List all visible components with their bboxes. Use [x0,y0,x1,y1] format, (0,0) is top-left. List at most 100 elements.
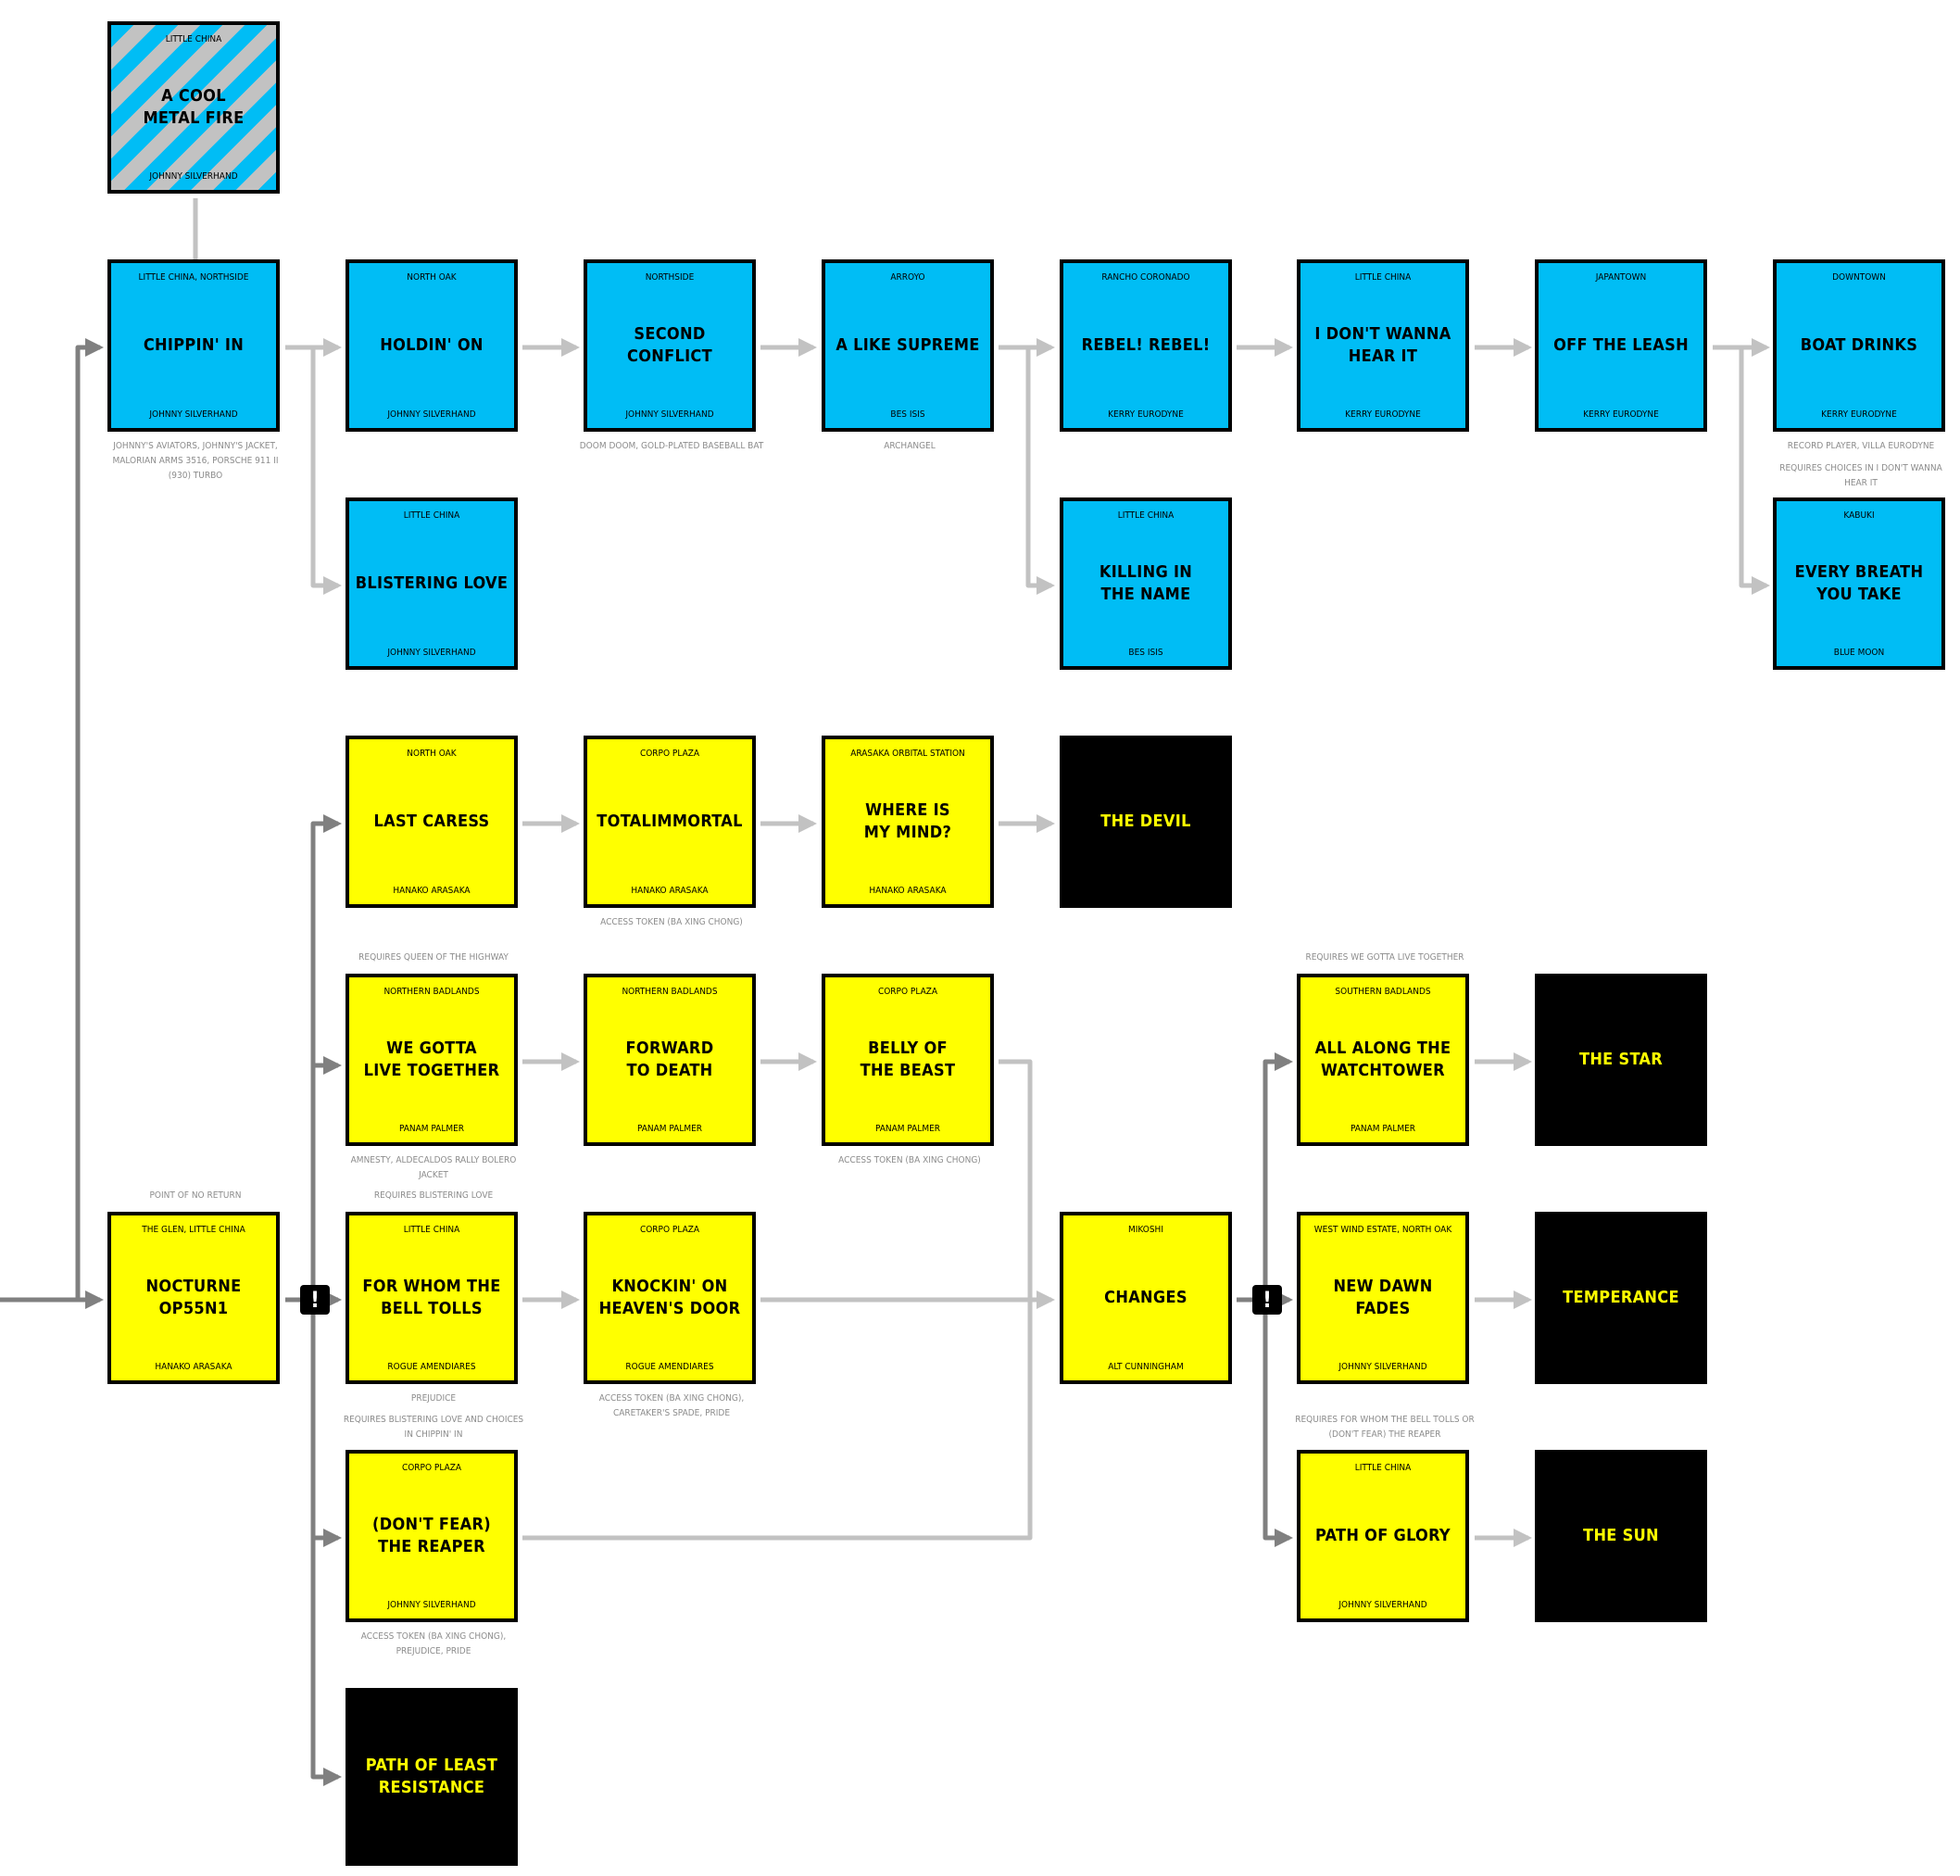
quest-location: LITTLE CHINA, NORTHSIDE [138,272,249,283]
quest-title: HOLDIN' ON [380,335,484,355]
reward-note: DOOM DOOM, GOLD-PLATED BASEBALL BAT [579,441,764,451]
quest-giver: JOHNNY SILVERHAND [625,409,714,420]
quest-node-chippin-in[interactable]: LITTLE CHINA, NORTHSIDE CHIPPIN' IN JOHN… [107,259,280,432]
quest-location: ARASAKA ORBITAL STATION [850,749,965,759]
quest-node-all-along-the-watchtower[interactable]: SOUTHERN BADLANDS ALL ALONG THE WATCHTOW… [1297,974,1469,1146]
quest-title: NOCTURNE OP55N1 [145,1277,242,1318]
quest-title: KNOCKIN' ON HEAVEN'S DOOR [598,1277,741,1318]
quest-location: WEST WIND ESTATE, NORTH OAK [1313,1225,1452,1235]
quest-node-off-the-leash[interactable]: JAPANTOWN OFF THE LEASH KERRY EURODYNE [1535,259,1707,432]
quest-location: NORTHERN BADLANDS [383,987,480,997]
quest-title: PATH OF GLORY [1315,1526,1451,1545]
exclamation-icon: ! [1252,1285,1282,1315]
quest-title: FOR WHOM THE BELL TOLLS [362,1277,501,1318]
quest-giver: KERRY EURODYNE [1583,409,1659,420]
quest-location: LITTLE CHINA [1354,272,1412,283]
quest-location: KABUKI [1843,510,1875,521]
quest-location: CORPO PLAZA [639,1225,700,1235]
quest-giver: BES ISIS [890,409,925,420]
quest-node-nocturne-op55n1[interactable]: THE GLEN, LITTLE CHINA NOCTURNE OP55N1 H… [107,1212,280,1384]
quest-location: NORTH OAK [407,272,457,283]
quest-giver: JOHNNY SILVERHAND [149,171,238,182]
reward-note: ACCESS TOKEN (BA XING CHONG), CARETAKER'… [598,1393,745,1418]
ending-title: PATH OF LEAST RESISTANCE [365,1756,498,1797]
quest-node-for-whom-the-bell-tolls[interactable]: LITTLE CHINA FOR WHOM THE BELL TOLLS ROG… [346,1212,518,1384]
requirement-note: REQUIRES BLISTERING LOVE AND CHOICES IN … [343,1415,524,1440]
requirement-note: POINT OF NO RETURN [149,1190,242,1201]
quest-title: A COOL METAL FIRE [143,86,245,128]
reward-note: AMNESTY, ALDECALDOS RALLY BOLERO JACKET [350,1155,517,1180]
reward-note: ARCHANGEL [884,441,936,451]
quest-giver: KERRY EURODYNE [1108,409,1184,420]
quest-location: CORPO PLAZA [401,1463,462,1473]
quest-node-path-of-glory[interactable]: LITTLE CHINA PATH OF GLORY JOHNNY SILVER… [1297,1450,1469,1622]
quest-location: LITTLE CHINA [1354,1463,1412,1473]
quest-node-every-breath-you-take[interactable]: KABUKI EVERY BREATH YOU TAKE BLUE MOON [1773,497,1945,670]
quest-node-where-is-my-mind[interactable]: ARASAKA ORBITAL STATION WHERE IS MY MIND… [822,736,994,908]
quest-giver: ROGUE AMENDIARES [625,1362,714,1372]
ending-node-the-sun[interactable]: THE SUN [1535,1450,1707,1622]
quest-location: THE GLEN, LITTLE CHINA [142,1225,245,1235]
quest-node-new-dawn-fades[interactable]: WEST WIND ESTATE, NORTH OAK NEW DAWN FAD… [1297,1212,1469,1384]
quest-location: NORTHERN BADLANDS [622,987,718,997]
quest-node-forward-to-death[interactable]: NORTHERN BADLANDS FORWARD TO DEATH PANAM… [584,974,756,1146]
quest-giver: HANAKO ARASAKA [155,1362,232,1372]
quest-node-a-cool-metal-fire[interactable]: LITTLE CHINA A COOL METAL FIRE JOHNNY SI… [107,21,280,194]
quest-title: CHANGES [1104,1288,1187,1307]
quest-location: CORPO PLAZA [877,987,938,997]
quest-node-rebel-rebel[interactable]: RANCHO CORONADO REBEL! REBEL! KERRY EURO… [1060,259,1232,432]
ending-node-the-devil[interactable]: THE DEVIL [1060,736,1232,908]
reward-note: RECORD PLAYER, VILLA EURODYNE [1787,441,1935,451]
requirement-note: REQUIRES QUEEN OF THE HIGHWAY [358,952,509,963]
quest-node-second-conflict[interactable]: NORTHSIDE SECOND CONFLICT JOHNNY SILVERH… [584,259,756,432]
quest-node-boat-drinks[interactable]: DOWNTOWN BOAT DRINKS KERRY EURODYNE [1773,259,1945,432]
quest-giver: JOHNNY SILVERHAND [1338,1362,1427,1372]
quest-node-a-like-supreme[interactable]: ARROYO A LIKE SUPREME BES ISIS [822,259,994,432]
requirement-note: REQUIRES WE GOTTA LIVE TOGETHER [1305,952,1464,963]
quest-title: CHIPPIN' IN [143,335,245,355]
quest-node-belly-of-the-beast[interactable]: CORPO PLAZA BELLY OF THE BEAST PANAM PAL… [822,974,994,1146]
ending-node-the-star[interactable]: THE STAR [1535,974,1707,1146]
quest-title: BELLY OF THE BEAST [860,1039,956,1080]
quest-title: SECOND CONFLICT [627,324,712,366]
quest-node-killing-in-the-name[interactable]: LITTLE CHINA KILLING IN THE NAME BES ISI… [1060,497,1232,670]
quest-location: ARROYO [890,272,925,283]
quest-location: LITTLE CHINA [403,1225,460,1235]
ending-title: TEMPERANCE [1563,1288,1679,1307]
quest-node-dont-fear-the-reaper[interactable]: CORPO PLAZA (DON'T FEAR) THE REAPER JOHN… [346,1450,518,1622]
reward-note: PREJUDICE [410,1393,457,1404]
quest-title: EVERY BREATH YOU TAKE [1794,562,1924,604]
quest-location: SOUTHERN BADLANDS [1335,987,1431,997]
reward-note: ACCESS TOKEN (BA XING CHONG), PREJUDICE,… [360,1631,507,1656]
quest-location: NORTHSIDE [645,272,695,283]
quest-location: DOWNTOWN [1832,272,1886,283]
quest-title: OFF THE LEASH [1553,335,1689,355]
quest-giver: KERRY EURODYNE [1821,409,1897,420]
quest-giver: BLUE MOON [1833,648,1885,658]
quest-giver: HANAKO ARASAKA [869,886,947,896]
quest-giver: PANAM PALMER [636,1124,703,1134]
quest-title: WHERE IS MY MIND? [863,800,952,842]
quest-node-changes[interactable]: MIKOSHI CHANGES ALT CUNNINGHAM [1060,1212,1232,1384]
quest-title: NEW DAWN FADES [1333,1277,1433,1318]
quest-node-we-gotta-live-together[interactable]: NORTHERN BADLANDS WE GOTTA LIVE TOGETHER… [346,974,518,1146]
quest-giver: ROGUE AMENDIARES [387,1362,476,1372]
ending-node-temperance[interactable]: TEMPERANCE [1535,1212,1707,1384]
quest-node-totalimmortal[interactable]: CORPO PLAZA TOTALIMMORTAL HANAKO ARASAKA [584,736,756,908]
quest-node-i-dont-wanna-hear-it[interactable]: LITTLE CHINA I DON'T WANNA HEAR IT KERRY… [1297,259,1469,432]
quest-node-blistering-love[interactable]: LITTLE CHINA BLISTERING LOVE JOHNNY SILV… [346,497,518,670]
quest-giver: JOHNNY SILVERHAND [387,1600,476,1610]
reward-note: ACCESS TOKEN (BA XING CHONG) [600,917,743,927]
quest-location: CORPO PLAZA [639,749,700,759]
quest-title: WE GOTTA LIVE TOGETHER [363,1039,500,1080]
ending-node-path-of-least-resistance[interactable]: PATH OF LEAST RESISTANCE [346,1688,518,1866]
quest-node-last-caress[interactable]: NORTH OAK LAST CARESS HANAKO ARASAKA [346,736,518,908]
quest-node-holdin-on[interactable]: NORTH OAK HOLDIN' ON JOHNNY SILVERHAND [346,259,518,432]
quest-title: BOAT DRINKS [1800,335,1918,355]
quest-node-knockin-on-heavens-door[interactable]: CORPO PLAZA KNOCKIN' ON HEAVEN'S DOOR RO… [584,1212,756,1384]
ending-title: THE STAR [1578,1050,1664,1069]
quest-location: LITTLE CHINA [165,34,222,44]
quest-location: JAPANTOWN [1595,272,1647,283]
quest-location: LITTLE CHINA [403,510,460,521]
